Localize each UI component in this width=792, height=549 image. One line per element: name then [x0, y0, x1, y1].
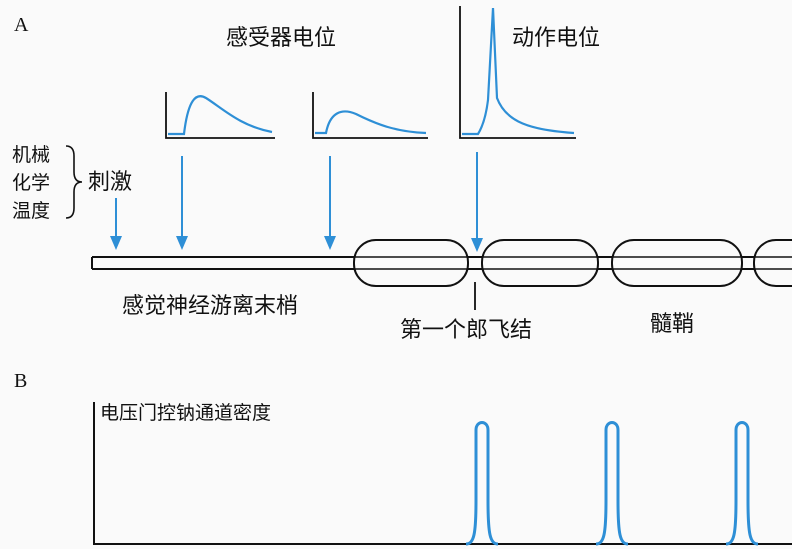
sodium-peak-1	[465, 421, 499, 546]
stimulus-mechanical: 机械	[12, 144, 51, 166]
receptor-arrow-2	[324, 156, 336, 250]
myelin-segment-4	[753, 239, 792, 287]
first-node-of-ranvier-label: 第一个郎飞结	[400, 318, 533, 343]
stimulus-temperature: 温度	[12, 200, 51, 222]
stimulus-arrow	[110, 198, 122, 250]
panel-b-axes	[93, 402, 792, 545]
stimulus-brace	[65, 145, 83, 219]
myelin-segment-3	[611, 239, 743, 287]
receptor-arrow-1	[176, 156, 188, 250]
stimulus-label: 刺激	[88, 170, 133, 195]
action-potential-inset	[459, 6, 576, 139]
myelin-sheath-label: 髓鞘	[650, 312, 695, 337]
receptor-potential-title: 感受器电位	[226, 26, 337, 51]
receptor-potential-inset-1	[165, 92, 275, 139]
sodium-peak-2	[595, 421, 629, 546]
action-potential-arrow	[471, 152, 483, 252]
action-potential-title: 动作电位	[512, 26, 601, 51]
sodium-channel-density-label: 电压门控钠通道密度	[100, 402, 272, 424]
sodium-peak-3	[725, 421, 759, 546]
receptor-potential-inset-2	[312, 92, 428, 139]
myelin-segment-1	[353, 239, 469, 287]
panel-a-label: A	[14, 14, 29, 36]
sensory-nerve-ending-label: 感觉神经游离末梢	[122, 294, 299, 319]
panel-b-label: B	[14, 370, 28, 392]
myelin-segment-2	[481, 239, 599, 287]
stimulus-chemical: 化学	[12, 172, 51, 194]
